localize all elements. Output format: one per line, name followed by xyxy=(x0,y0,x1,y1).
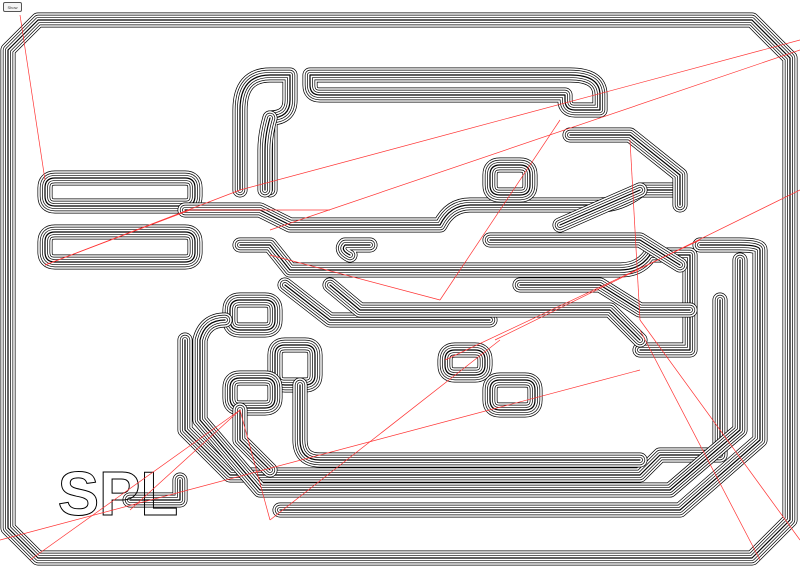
travel-move xyxy=(44,189,241,266)
travel-move xyxy=(439,119,561,301)
trace xyxy=(232,402,278,478)
travel-moves xyxy=(0,14,800,561)
trace xyxy=(335,237,378,263)
pad xyxy=(267,337,323,393)
trace xyxy=(272,237,768,518)
travel-move xyxy=(239,39,800,191)
travel-move xyxy=(269,49,800,231)
travel-move xyxy=(239,409,271,521)
trace xyxy=(302,67,608,118)
travel-move xyxy=(629,139,641,321)
trace xyxy=(232,67,298,198)
travel-move xyxy=(29,409,241,561)
pad xyxy=(222,370,283,416)
toggle-view-button[interactable]: Show xyxy=(3,2,22,12)
trace xyxy=(257,110,278,198)
board-outline xyxy=(0,12,798,566)
pad xyxy=(222,292,283,338)
travel-move xyxy=(639,329,761,561)
travel-move xyxy=(0,369,641,541)
travel-move xyxy=(269,254,441,301)
pad-group xyxy=(37,224,203,270)
travel-move xyxy=(444,239,701,361)
trace xyxy=(192,252,748,498)
pad xyxy=(437,342,493,383)
toolpath-traces xyxy=(0,12,798,566)
travel-move xyxy=(129,409,241,511)
travel-move xyxy=(19,14,46,181)
trace xyxy=(512,277,698,318)
trace xyxy=(122,472,188,508)
trace xyxy=(322,277,648,348)
trace xyxy=(292,377,648,468)
trace xyxy=(562,127,688,213)
trace xyxy=(552,182,648,233)
board-logo: SPL xyxy=(57,460,179,530)
trace xyxy=(482,232,688,273)
pad xyxy=(482,372,543,418)
pad xyxy=(482,157,538,203)
trace xyxy=(277,277,498,328)
logo-text: SPL xyxy=(58,460,179,529)
travel-move xyxy=(269,339,501,521)
travel-move xyxy=(639,319,800,541)
pad-group xyxy=(37,170,203,214)
